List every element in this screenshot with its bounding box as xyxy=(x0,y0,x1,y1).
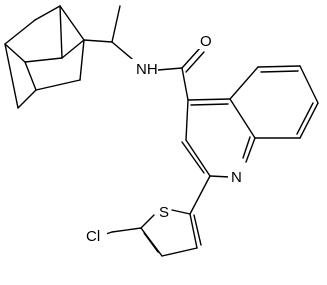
atom-labels: NH O N S Cl xyxy=(85,31,244,245)
nh-label: NH xyxy=(136,61,158,78)
adamantane-cage xyxy=(4,5,113,109)
chlorine-label: Cl xyxy=(86,228,100,245)
oxygen-label: O xyxy=(200,33,212,50)
chlorothiophene-ring xyxy=(87,175,211,257)
quinoline-rings xyxy=(181,65,319,178)
amide-linker xyxy=(111,5,205,101)
sulfur-label: S xyxy=(159,204,169,221)
quinoline-nitrogen-label: N xyxy=(231,169,242,186)
